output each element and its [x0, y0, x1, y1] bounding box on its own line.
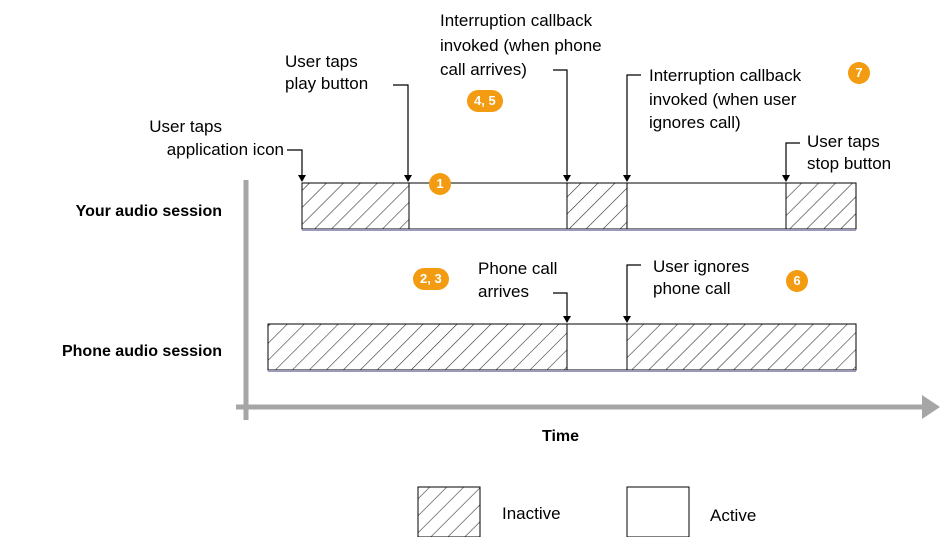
legend-inactive-label: Inactive [502, 504, 561, 523]
annotation-stop-button-line1: User taps [807, 132, 880, 151]
phone-audio-session-bar [267, 323, 857, 372]
callback-arrives-pointer [553, 69, 568, 176]
legend-inactive-swatch [417, 486, 481, 537]
callback-ignores-pointer [626, 74, 641, 176]
step-badge-7: 7 [848, 62, 870, 84]
phone-call-arrives-pointer [553, 292, 568, 317]
play-button-pointer [393, 84, 409, 176]
annotation-user-ignores-line2: phone call [653, 279, 731, 298]
inactive-segment [301, 182, 410, 230]
user-ignores-pointer [626, 264, 641, 317]
annotation-callback-arrives-line1: Interruption callback [440, 11, 593, 30]
step-badge-1: 1 [429, 173, 451, 195]
annotation-app-icon-line1: User taps [149, 117, 222, 136]
annotation-callback-arrives-line2: invoked (when phone [440, 36, 602, 55]
app-icon-pointer [287, 149, 303, 176]
active-segment [566, 323, 628, 371]
annotation-phone-call-arrives-line2: arrives [478, 282, 530, 301]
annotation-play-button-line1: User taps [285, 52, 358, 71]
stop-button-pointer [785, 142, 800, 176]
inactive-segment [626, 323, 857, 371]
arrowhead [404, 175, 412, 182]
arrowhead [782, 175, 790, 182]
annotation-play-button-line2: play button [285, 74, 369, 93]
inactive-segment [566, 182, 628, 230]
annotation-callback-ignores-line2: invoked (when user [649, 90, 797, 109]
step-badge-6: 6 [786, 270, 808, 292]
lane-label-your-audio-session: Your audio session [75, 203, 222, 220]
active-segment [408, 182, 568, 230]
annotation-callback-ignores-line3: ignores call) [649, 113, 741, 132]
annotation-phone-call-arrives-line1: Phone call [478, 259, 558, 278]
step-badge-2-3: 2, 3 [413, 268, 449, 290]
arrowhead [298, 175, 306, 182]
lane-label-phone-audio-session: Phone audio session [61, 343, 222, 360]
inactive-segment [267, 323, 568, 371]
your-audio-session-bar [301, 182, 857, 231]
arrowhead [563, 175, 571, 182]
arrowhead [623, 316, 631, 323]
annotation-callback-arrives-line3: call arrives) [440, 60, 527, 79]
active-segment [626, 182, 787, 230]
annotation-user-ignores-line1: User ignores [653, 257, 750, 276]
inactive-segment [785, 182, 857, 230]
legend-active-swatch [626, 486, 690, 537]
legend-active-label: Active [710, 506, 757, 525]
time-axis-arrowhead [922, 395, 940, 419]
annotation-app-icon-line2: application icon [166, 140, 284, 159]
annotation-stop-button-line2: stop button [807, 154, 892, 173]
step-badge-4-5: 4, 5 [467, 90, 503, 112]
arrowhead [623, 175, 631, 182]
annotation-callback-ignores-line1: Interruption callback [649, 66, 802, 85]
time-axis-label: Time [542, 428, 580, 445]
arrowhead [563, 316, 571, 323]
